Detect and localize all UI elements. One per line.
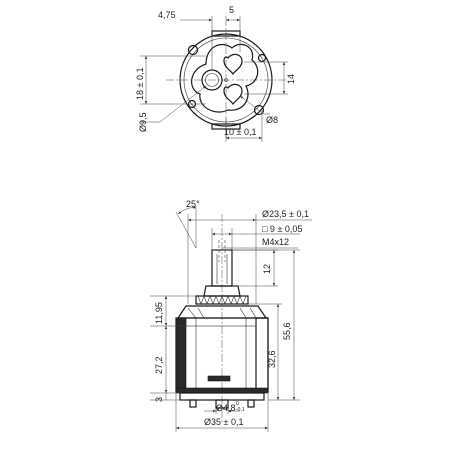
label-d23-5: Ø23,5 ± 0,1 (262, 209, 309, 219)
side-view: 25° Ø23,5 ± 0,1 □ 9 ± 0,05 M4x12 12 55,6… (150, 199, 312, 432)
inlet-port-large-inner (205, 73, 219, 87)
label-5: 5 (229, 5, 234, 15)
leader-d8 (239, 95, 265, 115)
label-m4x12: M4x12 (262, 237, 289, 247)
label-12: 12 (262, 264, 272, 274)
label-18: 18 ± 0,1 (135, 68, 145, 100)
top-view: 4,75 5 18 ± 0,1 14 Ø9,5 Ø8 10 ± 0,1 (135, 5, 296, 142)
label-14: 14 (286, 74, 296, 84)
inlet-port-lower (223, 83, 243, 105)
label-angle-25: 25° (186, 199, 200, 209)
lug-hole-right (257, 53, 267, 63)
label-55-6: 55,6 (282, 322, 292, 340)
label-11-95: 11,95 (154, 302, 164, 324)
shoulder-rib-left (187, 307, 205, 319)
crown-teeth (197, 295, 247, 305)
shoulder-rib-right (239, 307, 257, 319)
seal-window (207, 375, 231, 382)
trefoil-port-cover (191, 43, 259, 113)
label-32-6: 32,6 (267, 350, 277, 368)
center-dot (224, 78, 228, 82)
lug-hole-bottom-right (253, 104, 265, 116)
angle-arc (177, 206, 197, 215)
label-d4-8: Ø4,8 (216, 403, 236, 413)
body-top-band (185, 317, 257, 327)
label-4-75: 4,75 (158, 10, 176, 20)
label-sq9: □ 9 ± 0,05 (262, 224, 302, 234)
locating-pin-right (247, 399, 255, 408)
locating-pin-left (189, 399, 197, 408)
label-d9-5: Ø9,5 (138, 112, 148, 132)
label-27-2: 27,2 (154, 356, 164, 374)
locating-pin-center (215, 399, 229, 409)
label-d8: Ø8 (266, 115, 278, 125)
label-d4-8-tol-lower: -0,1 (236, 407, 245, 413)
label-d35: Ø35 ± 0,1 (204, 417, 243, 427)
lug-hole-top-left (187, 44, 199, 56)
leader-d9-5 (159, 85, 207, 123)
label-10: 10 ± 0,1 (224, 127, 256, 137)
label-3: 3 (154, 397, 164, 402)
label-d4-8-tol-upper: 0 (236, 401, 239, 407)
body-bottom-band (175, 387, 269, 394)
body-left-flange (175, 317, 187, 393)
angle-ray-left (175, 211, 197, 249)
inlet-port-upper (223, 53, 243, 75)
